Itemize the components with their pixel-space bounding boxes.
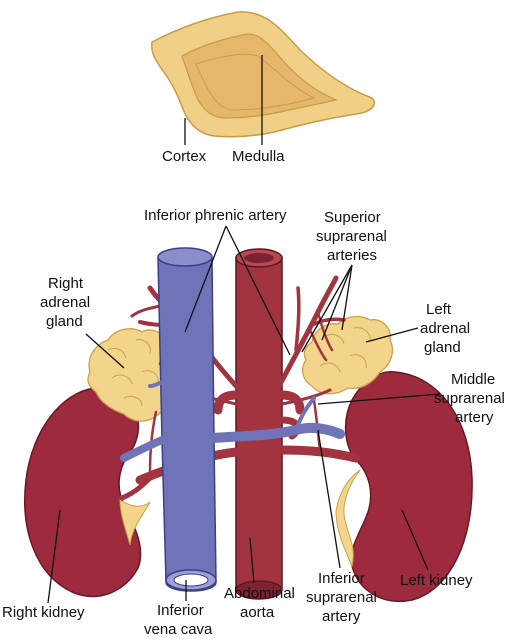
superior-suprarenal-leader-3 [341,264,353,331]
adrenal-cross-section [151,11,376,138]
superior-suprarenal-label-1: Superior [324,209,381,226]
right-kidney-hilum [119,499,151,546]
inferior-phrenic-leader-2 [225,225,291,356]
inferior-vena-cava [157,247,217,592]
middle-suprarenal-leader [317,393,441,405]
aorta-leader [249,537,255,584]
inferior-suprarenal-label-2: suprarenal [306,589,377,606]
medulla-label: Medulla [232,148,285,165]
superior-suprarenal-leader-2 [321,264,353,341]
right-adrenal-label-3: gland [46,313,83,330]
inferior-phrenic-leader-1 [184,225,227,333]
left-kidney-label: Left kidney [400,572,473,589]
inferior-suprarenal-leader [317,429,341,569]
inferior-phrenic-artery-label: Inferior phrenic artery [144,207,287,224]
veins [120,380,345,462]
left-adrenal-label-1: Left [426,301,452,318]
medulla-shape [181,33,338,119]
superior-suprarenal-label-3: arteries [327,247,377,264]
inferior-suprarenal-label-3: artery [322,608,361,625]
middle-suprarenal-label-1: Middle [451,371,495,388]
ivc-label-1: Inferior [157,602,204,619]
right-adrenal-leader [85,333,125,369]
right-kidney-label: Right kidney [2,604,85,621]
superior-suprarenal-label-2: suprarenal [316,228,387,245]
cortex-label: Cortex [162,148,207,165]
left-kidney-hilum [335,469,361,568]
left-adrenal-label-2: adrenal [420,320,470,337]
abdominal-aorta [235,248,283,600]
left-adrenal-leader [365,327,419,343]
aorta-label-2: aorta [240,604,275,621]
superior-suprarenal-leader-1 [301,264,353,353]
right-adrenal-label-2: adrenal [40,294,90,311]
aorta-label-1: Abdominal [224,585,295,602]
inferior-suprarenal-label-1: Inferior [318,570,365,587]
right-adrenal-label-1: Right [48,275,84,292]
middle-suprarenal-label-2: suprarenal [434,390,505,407]
left-kidney-leader [401,509,429,571]
left-adrenal-label-3: gland [424,339,461,356]
middle-suprarenal-label-3: artery [455,409,494,426]
right-kidney [24,386,142,598]
right-kidney-leader [47,509,61,604]
ivc-label-2: vena cava [144,621,213,638]
